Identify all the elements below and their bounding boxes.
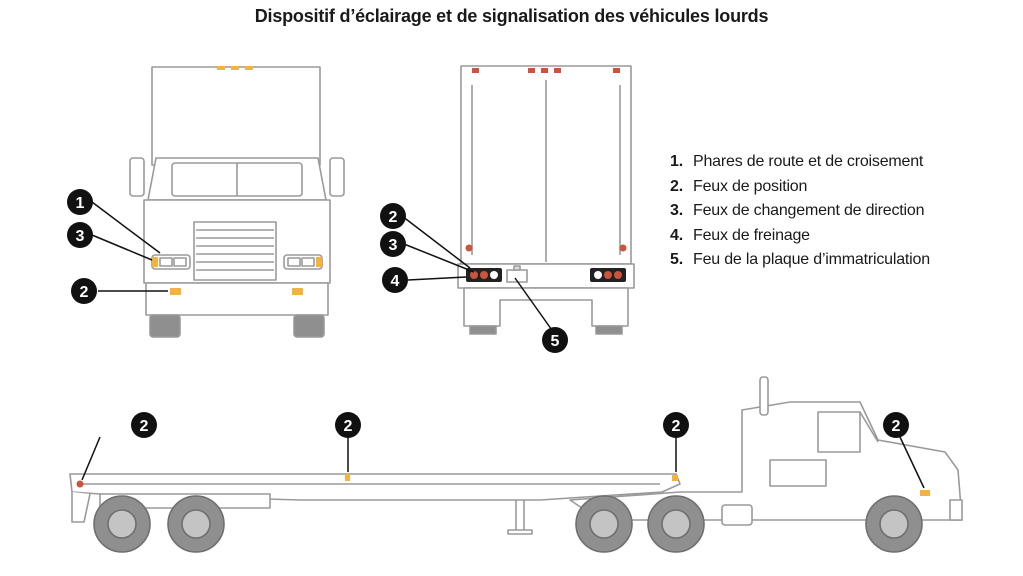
- tractor-window: [817, 411, 861, 453]
- callout-rear-2: 2: [380, 203, 406, 229]
- callout-side-trailer-front-2: 2: [663, 412, 689, 438]
- tractor-exhaust-stack: [759, 376, 769, 416]
- callout-side-trailer-rear-2: 2: [131, 412, 157, 438]
- rear-tire-left: [469, 325, 497, 335]
- front-turn-signal-left: [152, 257, 158, 267]
- rear-underride: [463, 287, 629, 327]
- callout-rear-5: 5: [542, 327, 568, 353]
- callout-front-2: 2: [71, 278, 97, 304]
- truck-rear-view: [457, 65, 635, 335]
- svg-text:2: 2: [80, 284, 89, 301]
- front-clearance-light: [245, 66, 253, 70]
- svg-text:2: 2: [344, 418, 353, 435]
- legend-item: 4.Feux de freinage: [670, 226, 810, 244]
- svg-text:5: 5: [551, 333, 560, 350]
- trailer-rear-light: [76, 480, 84, 488]
- callout-front-3: 3: [67, 222, 93, 248]
- svg-text:2: 2: [140, 418, 149, 435]
- tractor-step-box: [721, 504, 753, 526]
- callout-rear-3: 3: [380, 231, 406, 257]
- legend-item: 5.Feu de la plaque d’immatriculation: [670, 251, 930, 269]
- front-box-body: [151, 66, 321, 166]
- callout-rear-4: 4: [382, 267, 408, 293]
- svg-text:3: 3: [76, 228, 85, 245]
- front-tire-right: [293, 314, 325, 338]
- front-turn-signal-right: [316, 257, 322, 267]
- trailer-side-marker-mid: [345, 474, 350, 481]
- truck-front-view: [129, 66, 345, 338]
- front-mirror-left: [129, 157, 145, 197]
- callout-front-1: 1: [67, 189, 93, 215]
- leader-lines: [81, 201, 925, 489]
- svg-text:2: 2: [892, 418, 901, 435]
- front-mirror-right: [329, 157, 345, 197]
- trailer-side-marker-front: [672, 475, 678, 481]
- svg-text:2: 2: [672, 418, 681, 435]
- legend: 1.Phares de route et de croisement 2.Feu…: [670, 150, 930, 273]
- tractor-fuel-tank: [769, 459, 827, 487]
- trailer-rear-post: [71, 492, 91, 523]
- callout-badges: 1 3 2 2 3 4 5 2 2 2 2: [67, 189, 909, 438]
- front-clearance-light: [231, 66, 239, 70]
- rear-tire-right: [595, 325, 623, 335]
- front-position-light-right: [292, 288, 303, 295]
- front-position-light-left: [170, 288, 181, 295]
- front-tire-left: [149, 314, 181, 338]
- tractor-trailer-side-view: [69, 376, 963, 535]
- svg-text:4: 4: [391, 273, 400, 290]
- callout-side-tractor-2: 2: [883, 412, 909, 438]
- front-bumper: [145, 282, 329, 316]
- svg-text:3: 3: [389, 237, 398, 254]
- legend-item: 3.Feux de changement de direction: [670, 202, 925, 220]
- legend-item: 2.Feux de position: [670, 177, 808, 195]
- callout-side-trailer-mid-2: 2: [335, 412, 361, 438]
- front-clearance-light: [217, 66, 225, 70]
- svg-text:1: 1: [76, 195, 85, 212]
- legend-item: 1.Phares de route et de croisement: [670, 153, 924, 170]
- tractor-body: [569, 401, 963, 521]
- diagram-title: Dispositif d’éclairage et de signalisati…: [254, 6, 769, 26]
- svg-text:2: 2: [389, 209, 398, 226]
- tractor-side-marker: [920, 490, 930, 496]
